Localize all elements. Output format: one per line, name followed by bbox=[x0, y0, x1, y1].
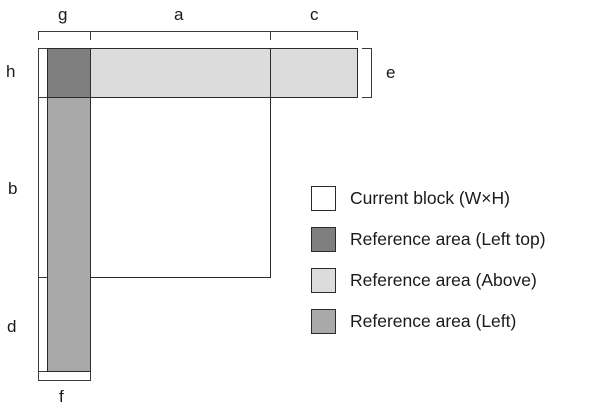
bottom-brace-f-tick-left bbox=[38, 371, 39, 380]
top-brace-g-line bbox=[38, 31, 91, 32]
left-label-h: h bbox=[6, 62, 16, 81]
left-label-b: b bbox=[8, 179, 18, 198]
top-brace-a-tick-right bbox=[270, 31, 271, 40]
legend-swatch-current-block bbox=[311, 186, 336, 211]
top-brace-c-line bbox=[271, 31, 358, 32]
top-brace-g-tick-left bbox=[38, 31, 39, 40]
legend-item-reference-left: Reference area (Left) bbox=[311, 301, 601, 342]
block-reference-above-a bbox=[90, 48, 271, 98]
left-label-d: d bbox=[7, 317, 17, 336]
bottom-label-f: f bbox=[59, 387, 64, 406]
top-label-a: a bbox=[174, 5, 184, 24]
right-brace-e-tick-top bbox=[362, 48, 371, 49]
left-brace-h-tick-bottom bbox=[38, 97, 47, 98]
legend-item-reference-left-top: Reference area (Left top) bbox=[311, 219, 601, 260]
legend-swatch-reference-above bbox=[311, 268, 336, 293]
legend-item-reference-above: Reference area (Above) bbox=[311, 260, 601, 301]
legend-swatch-reference-left bbox=[311, 309, 336, 334]
bottom-brace-f-tick-right bbox=[90, 371, 91, 380]
top-brace-g-tick-right bbox=[90, 31, 91, 40]
legend-label-current-block: Current block (W×H) bbox=[350, 188, 510, 208]
block-reference-left-top bbox=[47, 48, 91, 98]
top-label-c: c bbox=[310, 5, 319, 24]
left-brace-d-tick-bottom bbox=[38, 371, 47, 372]
right-brace-e-tick-bottom bbox=[362, 97, 371, 98]
block-current bbox=[90, 97, 271, 278]
right-brace-e-line bbox=[371, 48, 372, 98]
left-brace-h-line bbox=[38, 48, 39, 98]
left-brace-d-line bbox=[38, 278, 39, 372]
legend-label-reference-left: Reference area (Left) bbox=[350, 311, 517, 331]
legend-label-reference-above: Reference area (Above) bbox=[350, 270, 537, 290]
top-brace-c-tick-right bbox=[357, 31, 358, 40]
block-reference-left bbox=[47, 97, 91, 372]
legend-swatch-reference-left-top bbox=[311, 227, 336, 252]
left-brace-h-tick-top bbox=[38, 48, 47, 49]
right-label-e: e bbox=[386, 63, 396, 82]
block-reference-above-c bbox=[270, 48, 358, 98]
legend: Current block (W×H) Reference area (Left… bbox=[311, 178, 601, 342]
left-brace-b-tick-bottom bbox=[38, 277, 47, 278]
left-brace-b-line bbox=[38, 98, 39, 278]
top-brace-a-line bbox=[91, 31, 271, 32]
legend-item-current-block: Current block (W×H) bbox=[311, 178, 601, 219]
top-label-g: g bbox=[58, 5, 68, 24]
legend-label-reference-left-top: Reference area (Left top) bbox=[350, 229, 546, 249]
bottom-brace-f-line bbox=[38, 380, 91, 381]
